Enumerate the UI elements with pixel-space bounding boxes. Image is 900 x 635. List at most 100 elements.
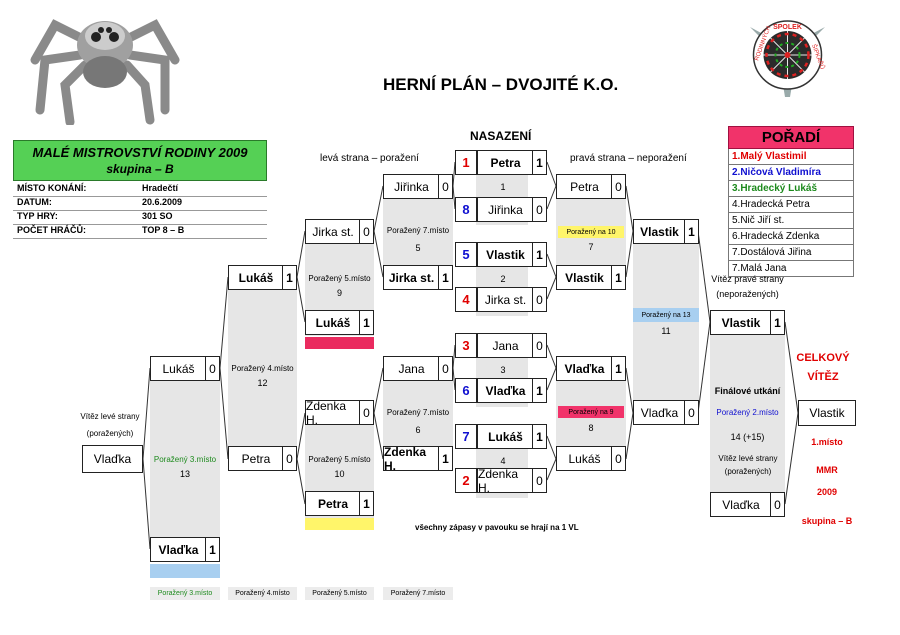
player-name: Vlaďka <box>640 405 679 420</box>
player-score: 1 <box>532 243 546 266</box>
legend-item: Poražený 4.místo <box>228 587 297 600</box>
player-name: Vlaďka <box>722 497 760 512</box>
player-name: Zdenka H. <box>384 444 427 473</box>
player-score: 0 <box>359 401 373 424</box>
ranking-item: 4.Hradecká Petra <box>728 197 854 213</box>
player-name: Vlastik <box>640 224 679 239</box>
final-label: Finálové utkání <box>714 386 781 396</box>
player-name: Petra <box>317 496 349 511</box>
player-box: Vlaďka 0 <box>633 400 699 425</box>
seed-badge: 3 <box>455 333 477 358</box>
player-score: 1 <box>770 311 784 334</box>
seed-badge: 7 <box>455 424 477 449</box>
player-box: Petra 1 <box>305 491 374 516</box>
spider-logo <box>30 19 180 125</box>
info-value: 20.6.2009 <box>142 197 183 207</box>
overall-winner-name: Vlastik <box>809 406 845 420</box>
info-heading-group: skupina – B <box>106 162 174 176</box>
match-number: 6 <box>415 425 421 435</box>
overall-year: 2009 <box>816 487 838 497</box>
match-number: 14 (+15) <box>730 432 765 442</box>
loser-place-tag: Poražený na 9 <box>558 406 624 418</box>
overall-group: skupina – B <box>801 516 853 526</box>
player-score: 1 <box>532 151 546 174</box>
final-place-label: Poražený 2.místo <box>716 408 779 417</box>
right-winner-label-line: (neporažených) <box>716 289 779 299</box>
player-name: Jirka st. <box>388 270 435 285</box>
ranking-item: 5.Nič Jiří st. <box>728 213 854 229</box>
overall-title-line: VÍTĚZ <box>807 371 839 383</box>
player-box: Jirka st.1 <box>383 265 453 290</box>
match-bg <box>710 322 785 504</box>
player-name: Lukáš <box>568 451 601 466</box>
player-box: Vlaďka 1 <box>556 356 626 381</box>
player-score: 1 <box>532 379 546 402</box>
player-score: 1 <box>438 266 452 289</box>
left-winner-label: Vítěz levé strany (poražených) <box>65 408 155 442</box>
info-value: 301 SO <box>142 211 173 221</box>
seed-badge: 1 <box>455 150 477 175</box>
seeding-header: NASAZENÍ <box>470 129 532 143</box>
match-bg <box>383 372 453 450</box>
player-score: 1 <box>532 425 546 448</box>
player-name: Vlaďka <box>158 542 199 557</box>
player-score: 1 <box>359 492 373 515</box>
left-winner-label-line: (poražených) <box>724 467 772 476</box>
player-score: 1 <box>684 220 698 243</box>
player-score: 0 <box>532 198 546 221</box>
player-score: 0 <box>282 447 296 470</box>
overall-title-line: CELKOVÝ <box>796 352 850 364</box>
player-score: 0 <box>532 288 546 311</box>
overall-winner-title: CELKOVÝ VÍTĚZ <box>790 349 856 387</box>
player-score: 1 <box>205 538 219 561</box>
loser-place-label: Poražený 5.místo <box>308 455 371 464</box>
info-row: POČET HRÁČŮ:TOP 8 – B <box>13 224 267 239</box>
left-winner-name: Vlaďka <box>93 452 132 466</box>
overall-mmr: MMR <box>816 465 838 475</box>
player-name: Jiřinka <box>488 202 523 217</box>
player-box: Vlaďka 1 <box>150 537 220 562</box>
logo-text-top: SPOLEK <box>773 24 802 31</box>
match-number: 8 <box>588 423 594 433</box>
player-score: 0 <box>770 493 784 516</box>
player-name: Lukáš <box>238 270 274 285</box>
player-score: 1 <box>611 357 625 380</box>
seed-badge: 6 <box>455 378 477 403</box>
player-name: Vlaďka <box>564 361 605 376</box>
left-winner-label-line: Vítěz levé strany <box>80 412 140 421</box>
player-score: 0 <box>205 357 219 380</box>
player-score: 0 <box>532 469 546 492</box>
player-score: 0 <box>611 447 625 470</box>
info-row: DATUM: 20.6.2009 <box>13 196 267 211</box>
info-key: DATUM: <box>17 197 52 207</box>
player-box: Jirka st.0 <box>305 219 374 244</box>
left-winner-label-line: (poražených) <box>86 429 134 438</box>
left-winner-label-final: Vítěz levé strany (poražených) <box>706 452 790 478</box>
player-score: 0 <box>438 175 452 198</box>
match-number: 5 <box>415 243 421 253</box>
player-name: Petra <box>241 451 271 466</box>
player-score: 0 <box>684 401 698 424</box>
match-bg <box>633 230 699 420</box>
left-side-header: levá strana – poražení <box>320 153 419 164</box>
player-score: 0 <box>359 220 373 243</box>
right-side-header: pravá strana – neporažení <box>570 153 687 164</box>
ranking-item: 2.Ničová Vladimíra <box>728 165 854 181</box>
loser-place-label: Poražený 7.místo <box>386 226 450 235</box>
right-winner-label-line: Vítěz pravé strany <box>711 274 784 284</box>
ranking-item: 6.Hradecká Zdenka <box>728 229 854 245</box>
player-score: 1 <box>359 311 373 334</box>
info-heading-title: MALÉ MISTROVSTVÍ RODINY 2009 <box>32 145 248 160</box>
place-color-bar <box>305 518 374 530</box>
player-box: Lukáš 0 <box>556 446 626 471</box>
